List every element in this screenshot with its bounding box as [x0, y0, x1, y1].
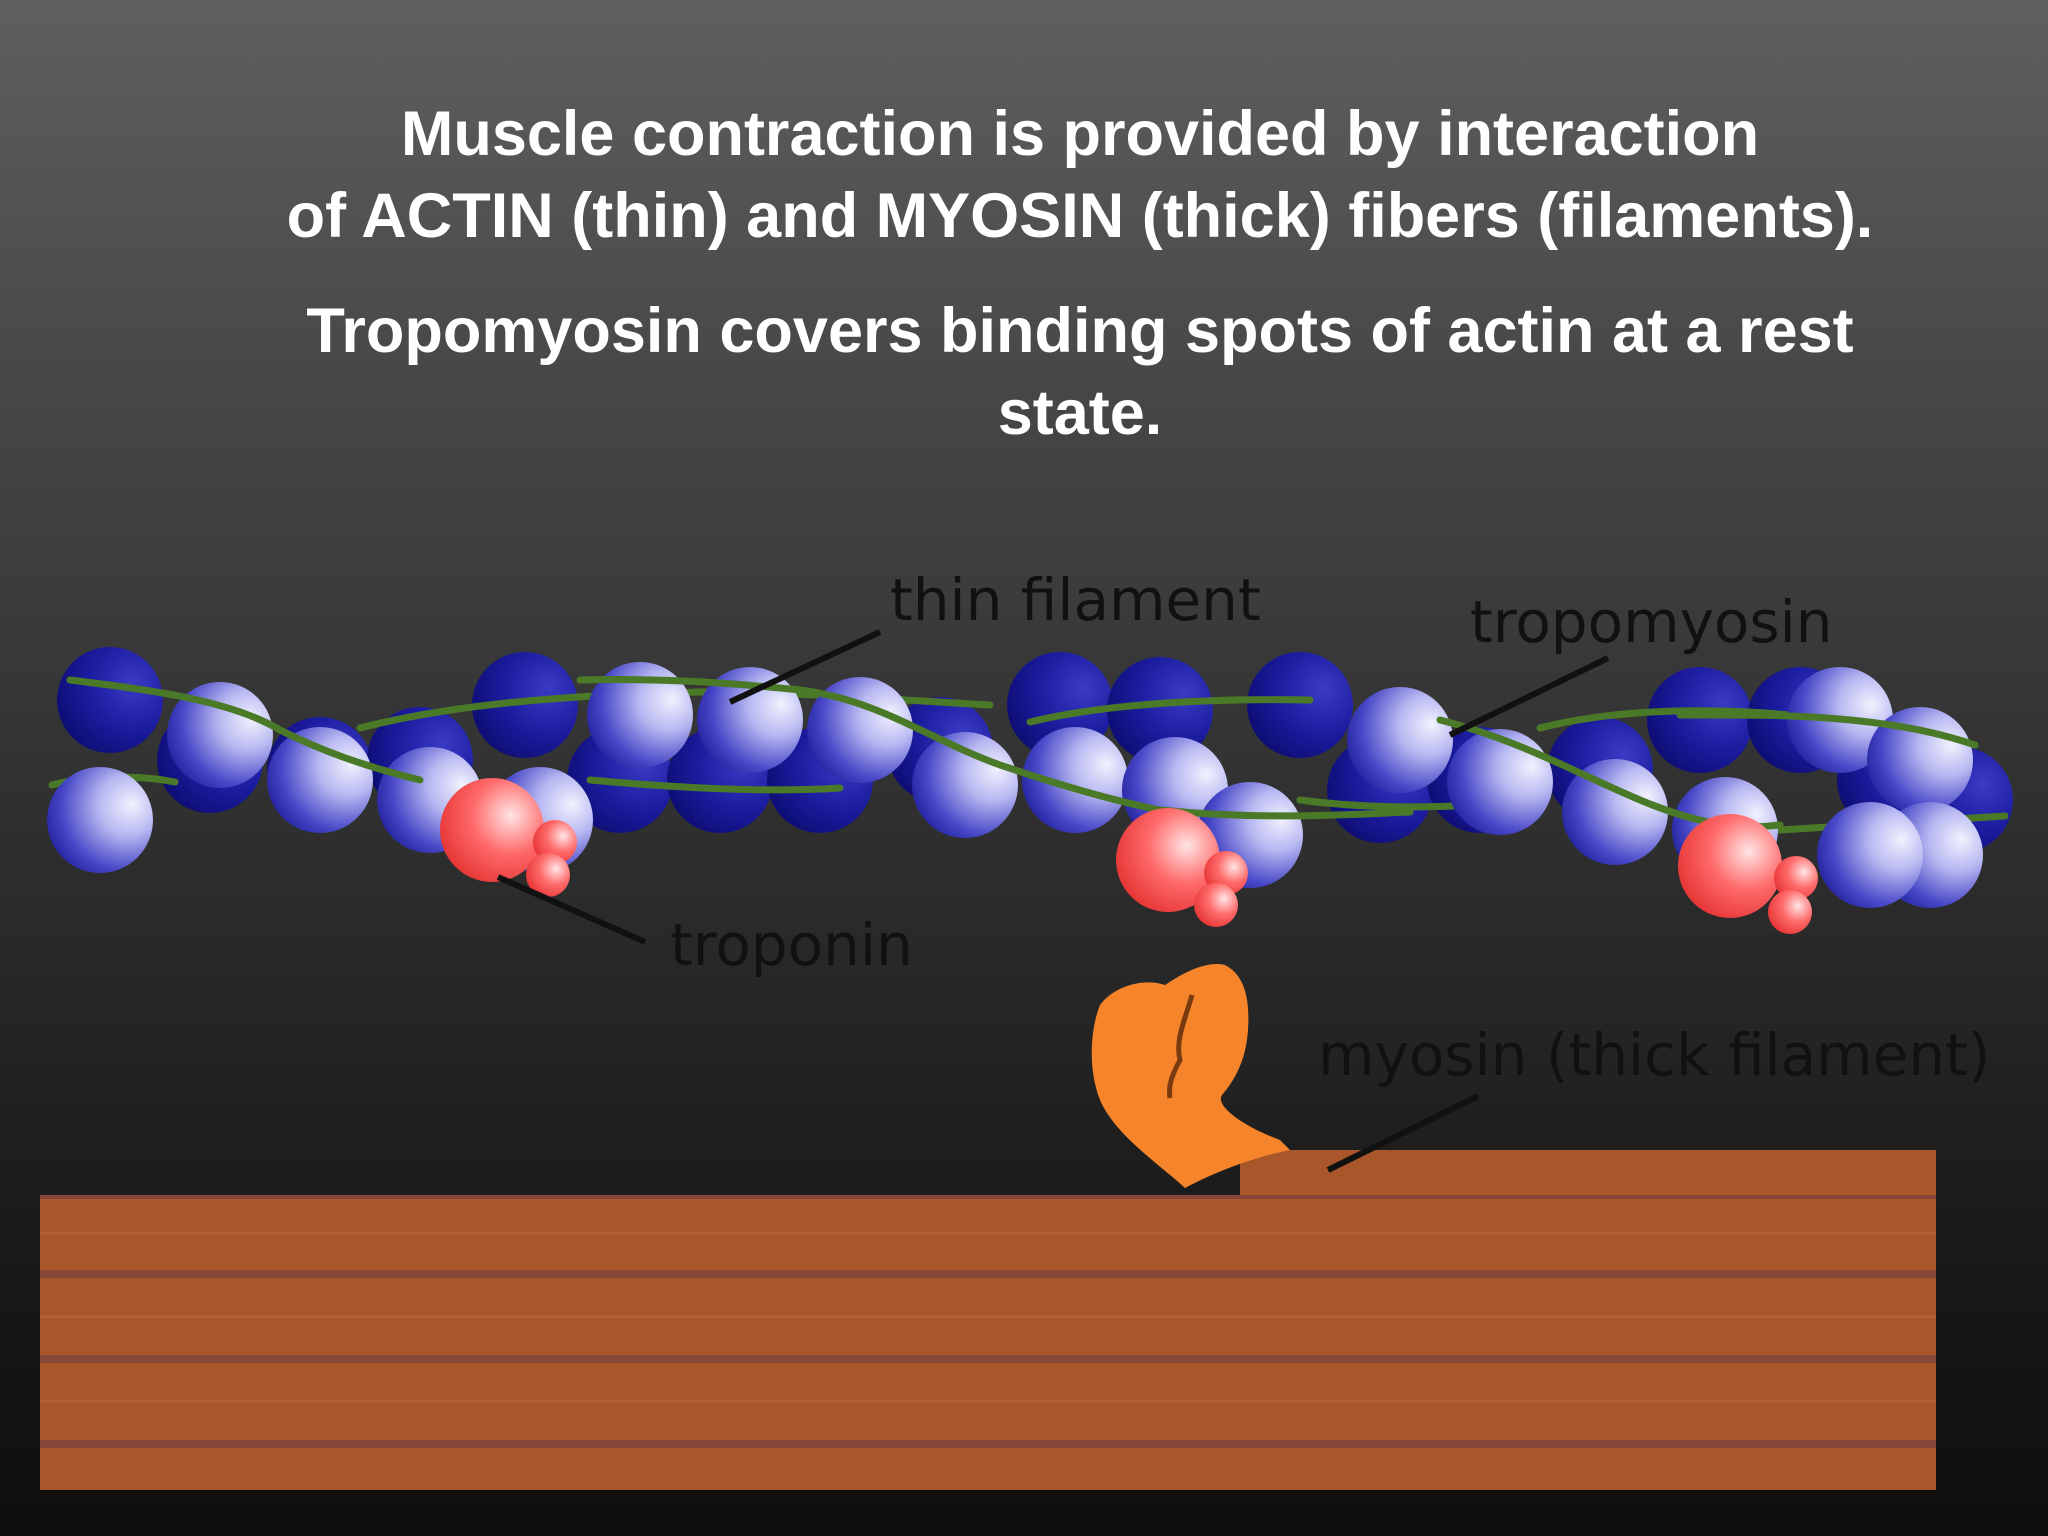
troponin-complex	[440, 778, 577, 897]
troponin-complex	[1116, 808, 1248, 927]
leader-lines	[496, 629, 1610, 1173]
actin-bead	[807, 677, 913, 783]
tropomyosin-label: tropomyosin	[1470, 588, 1833, 656]
troponin-complex	[1678, 814, 1818, 934]
actin-bead	[1647, 667, 1753, 773]
thick-filament-stripe	[40, 1440, 1936, 1448]
thin-filament-leader	[728, 629, 882, 705]
myosin-leader	[1326, 1093, 1480, 1173]
thick-filament-stripe	[40, 1355, 1936, 1363]
thick-filament-stripe	[40, 1270, 1936, 1278]
myosin-head	[1091, 964, 1290, 1188]
slide-title: Muscle contraction is provided by intera…	[160, 93, 2000, 257]
subtitle-line-1: Tropomyosin covers binding spots of acti…	[306, 296, 1854, 366]
actin-bead	[1107, 657, 1213, 763]
actin-bead	[267, 727, 373, 833]
subtitle-line-2: state.	[997, 378, 1163, 448]
actin-bead	[1447, 729, 1553, 835]
tropomyosin-leader	[1448, 655, 1610, 738]
actin-bead	[1817, 802, 1923, 908]
actin-bead	[47, 767, 153, 873]
actin-bead	[697, 667, 803, 773]
title-line-2: of ACTIN (thin) and MYOSIN (thick) fiber…	[286, 181, 1874, 251]
troponin-complexes	[440, 778, 1818, 934]
actin-bead	[1562, 759, 1668, 865]
tropomyosin-strand-front	[66, 676, 1979, 831]
troponin-label: troponin	[670, 911, 913, 979]
slide-subtitle: Tropomyosin covers binding spots of acti…	[160, 290, 2000, 454]
thick-filament	[40, 1150, 1936, 1490]
actin-bead	[587, 662, 693, 768]
troponin-leader	[496, 874, 647, 945]
actin-bead	[1347, 687, 1453, 793]
actin-bead	[57, 647, 163, 753]
thin-filament-label: thin filament	[890, 566, 1261, 634]
actin-bead	[472, 652, 578, 758]
actin-bead	[1247, 652, 1353, 758]
title-line-1: Muscle contraction is provided by intera…	[400, 99, 1760, 169]
actin-bead	[167, 682, 273, 788]
tropomyosin-strand	[66, 676, 1979, 831]
myosin-label: myosin (thick filament)	[1318, 1021, 1991, 1089]
actin-bead	[1022, 727, 1128, 833]
